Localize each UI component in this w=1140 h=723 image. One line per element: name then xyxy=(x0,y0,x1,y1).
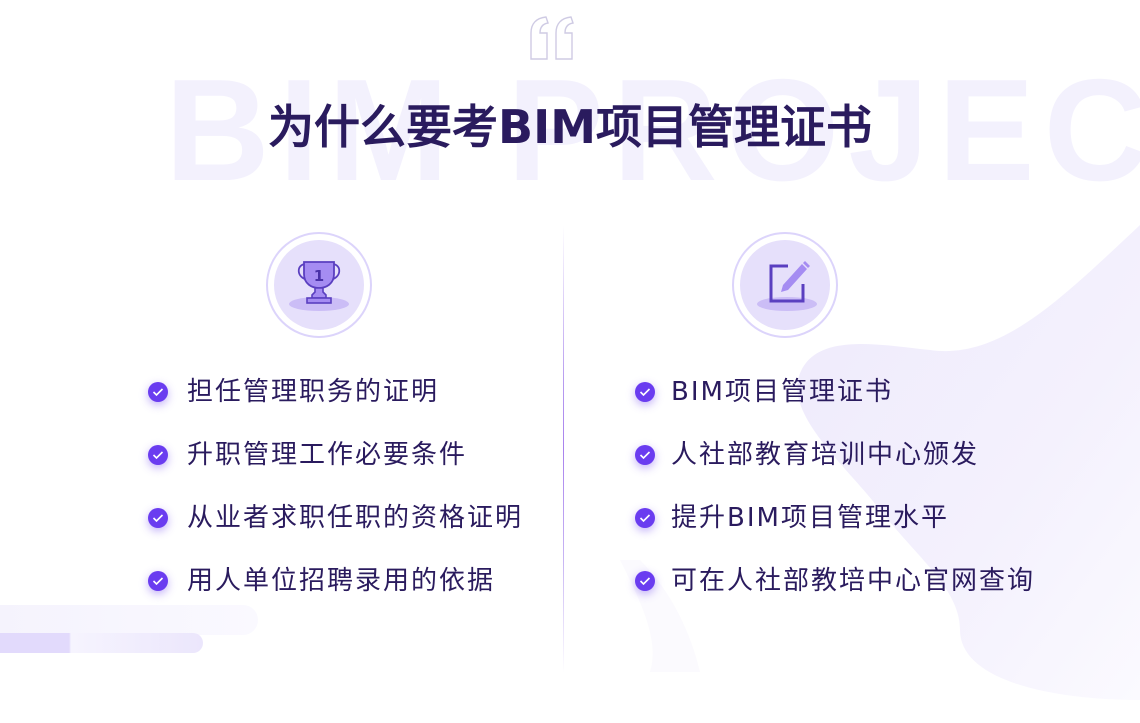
check-circle-icon xyxy=(635,382,655,402)
check-circle-icon xyxy=(148,571,168,591)
list-item-label: 从业者求职任职的资格证明 xyxy=(187,503,524,533)
watermark-text: BIM PROJECT xyxy=(165,49,1140,211)
list-item: BIM项目管理证书 xyxy=(635,379,1035,442)
check-circle-icon xyxy=(635,508,655,528)
check-circle-icon xyxy=(148,445,168,465)
check-circle-icon xyxy=(635,445,655,465)
list-item-label: 升职管理工作必要条件 xyxy=(187,440,468,470)
left-benefit-list: 担任管理职务的证明 升职管理工作必要条件 从业者求职任职的资格证明 用人单位招聘… xyxy=(148,379,523,631)
page-title: 为什么要考BIM项目管理证书 xyxy=(268,100,872,154)
edit-badge xyxy=(732,232,838,338)
list-item-label: 可在人社部教培中心官网查询 xyxy=(671,566,1036,596)
list-item-label: 担任管理职务的证明 xyxy=(187,377,440,407)
decorative-bar-top xyxy=(0,605,258,635)
trophy-icon: 1 xyxy=(289,261,349,311)
list-item: 可在人社部教培中心官网查询 xyxy=(635,568,1035,631)
check-circle-icon xyxy=(635,571,655,591)
edit-icon xyxy=(757,261,817,311)
list-item: 用人单位招聘录用的依据 xyxy=(148,568,523,631)
list-item: 升职管理工作必要条件 xyxy=(148,442,523,505)
column-divider xyxy=(563,225,564,673)
svg-text:1: 1 xyxy=(314,267,324,285)
list-item: 从业者求职任职的资格证明 xyxy=(148,505,523,568)
decorative-bar-bottom xyxy=(0,633,203,653)
list-item-label: BIM项目管理证书 xyxy=(671,377,893,407)
trophy-badge: 1 xyxy=(266,232,372,338)
list-item: 人社部教育培训中心颁发 xyxy=(635,442,1035,505)
list-item-label: 提升BIM项目管理水平 xyxy=(671,503,949,533)
check-circle-icon xyxy=(148,382,168,402)
list-item: 提升BIM项目管理水平 xyxy=(635,505,1035,568)
quote-icon xyxy=(530,16,574,60)
list-item-label: 用人单位招聘录用的依据 xyxy=(187,566,496,596)
check-circle-icon xyxy=(148,508,168,528)
list-item: 担任管理职务的证明 xyxy=(148,379,523,442)
right-benefit-list: BIM项目管理证书 人社部教育培训中心颁发 提升BIM项目管理水平 可在人社部教… xyxy=(635,379,1035,631)
list-item-label: 人社部教育培训中心颁发 xyxy=(671,440,980,470)
